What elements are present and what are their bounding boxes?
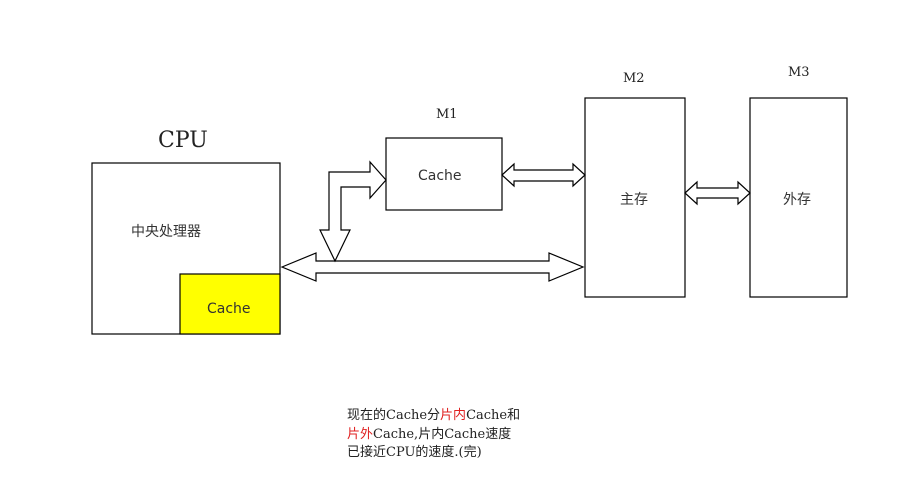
caption-text-segment: Cache,片内Cache速度 bbox=[373, 426, 512, 442]
m3-label: 外存 bbox=[783, 192, 811, 208]
caption-text-segment: 现在的Cache分 bbox=[347, 408, 441, 423]
bus-to-m1-arrow bbox=[319, 160, 387, 263]
m3-title: M3 bbox=[788, 65, 810, 80]
m1-title: M1 bbox=[436, 107, 458, 122]
bus-double-arrow bbox=[280, 252, 585, 282]
m2-m3-double-arrow bbox=[684, 180, 751, 206]
caption-text-segment: Cache和 bbox=[466, 408, 521, 423]
m2-label: 主存 bbox=[620, 192, 648, 208]
m1-cache-label: Cache bbox=[418, 168, 462, 184]
cpu-title: CPU bbox=[158, 128, 208, 153]
caption-line-2: 片外Cache,片内Cache速度 bbox=[347, 426, 520, 445]
cpu-processor-label: 中央处理器 bbox=[131, 224, 201, 240]
caption-text: 现在的Cache分片内Cache和 片外Cache,片内Cache速度 已接近C… bbox=[347, 407, 520, 463]
m2-main-memory-box bbox=[584, 97, 686, 298]
caption-line-3: 已接近CPU的速度.(完) bbox=[347, 445, 482, 460]
m2-title: M2 bbox=[623, 71, 645, 86]
cpu-cache-box bbox=[179, 273, 281, 335]
caption-highlight: 片内 bbox=[440, 408, 467, 423]
m1-cache-box bbox=[385, 137, 503, 211]
caption-highlight: 片外 bbox=[347, 426, 374, 442]
caption-line-1: 现在的Cache分片内Cache和 bbox=[347, 407, 520, 426]
m1-m2-double-arrow bbox=[501, 162, 586, 188]
m3-external-storage-box bbox=[749, 97, 848, 298]
cpu-cache-label: Cache bbox=[207, 301, 251, 317]
